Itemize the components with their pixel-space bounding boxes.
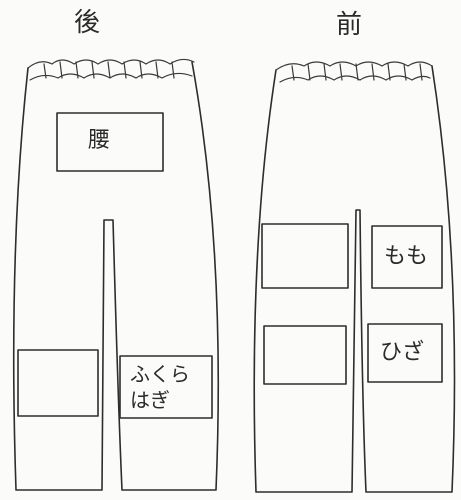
- front-waistband: [275, 61, 433, 83]
- thigh-label: もも: [384, 244, 429, 269]
- knee-label: ひざ: [380, 340, 425, 365]
- back-waist-box: [56, 112, 164, 172]
- back-waistband: [27, 58, 195, 81]
- front-left-knee-box: [263, 325, 347, 385]
- front-left-thigh-box: [261, 223, 349, 289]
- calf-label-line1: ふくら: [130, 362, 190, 386]
- front-knee-box: [367, 323, 443, 383]
- back-calf-box: [119, 355, 213, 419]
- front-pants: [253, 61, 456, 493]
- front-pants-outline: [253, 65, 456, 493]
- back-pants: [12, 58, 220, 491]
- waist-label: 腰: [88, 128, 111, 153]
- front-thigh-box: [371, 225, 443, 289]
- calf-label-line2: はぎ: [130, 388, 170, 412]
- back-left-calf-box: [17, 349, 99, 417]
- back-pants-outline: [12, 61, 220, 491]
- back-heading: 後: [74, 8, 101, 38]
- front-heading: 前: [336, 10, 363, 40]
